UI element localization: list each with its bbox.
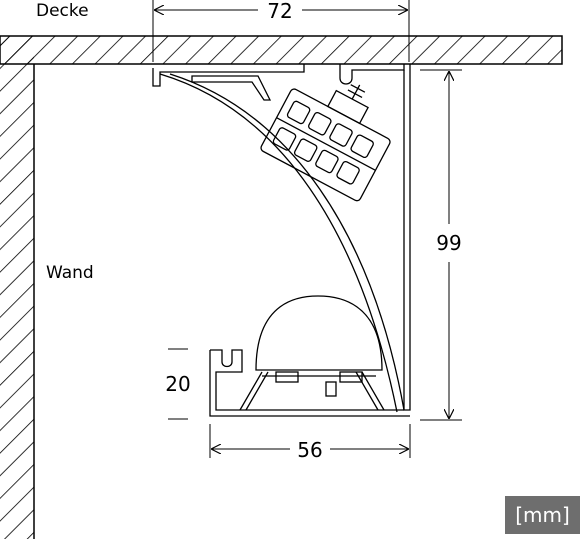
dimension-bottom-width-label: 56 bbox=[297, 438, 322, 462]
unit-badge: [mm] bbox=[505, 496, 580, 534]
dimension-height-label: 99 bbox=[436, 231, 461, 255]
dimension-bottom-width bbox=[209, 424, 411, 458]
ceiling-slab bbox=[0, 35, 563, 65]
dimension-lip-height bbox=[168, 348, 188, 420]
profile-body bbox=[152, 64, 411, 417]
dimension-top-width bbox=[152, 0, 410, 62]
dimension-height bbox=[420, 69, 462, 421]
wall-label: Wand bbox=[46, 263, 94, 283]
led-dome bbox=[255, 295, 383, 397]
dimension-top-width-label: 72 bbox=[267, 0, 292, 23]
terminal-block bbox=[260, 84, 391, 202]
ceiling-label: Decke bbox=[36, 1, 89, 21]
dimension-lip-height-label: 20 bbox=[165, 372, 190, 396]
wall-slab bbox=[0, 36, 35, 539]
